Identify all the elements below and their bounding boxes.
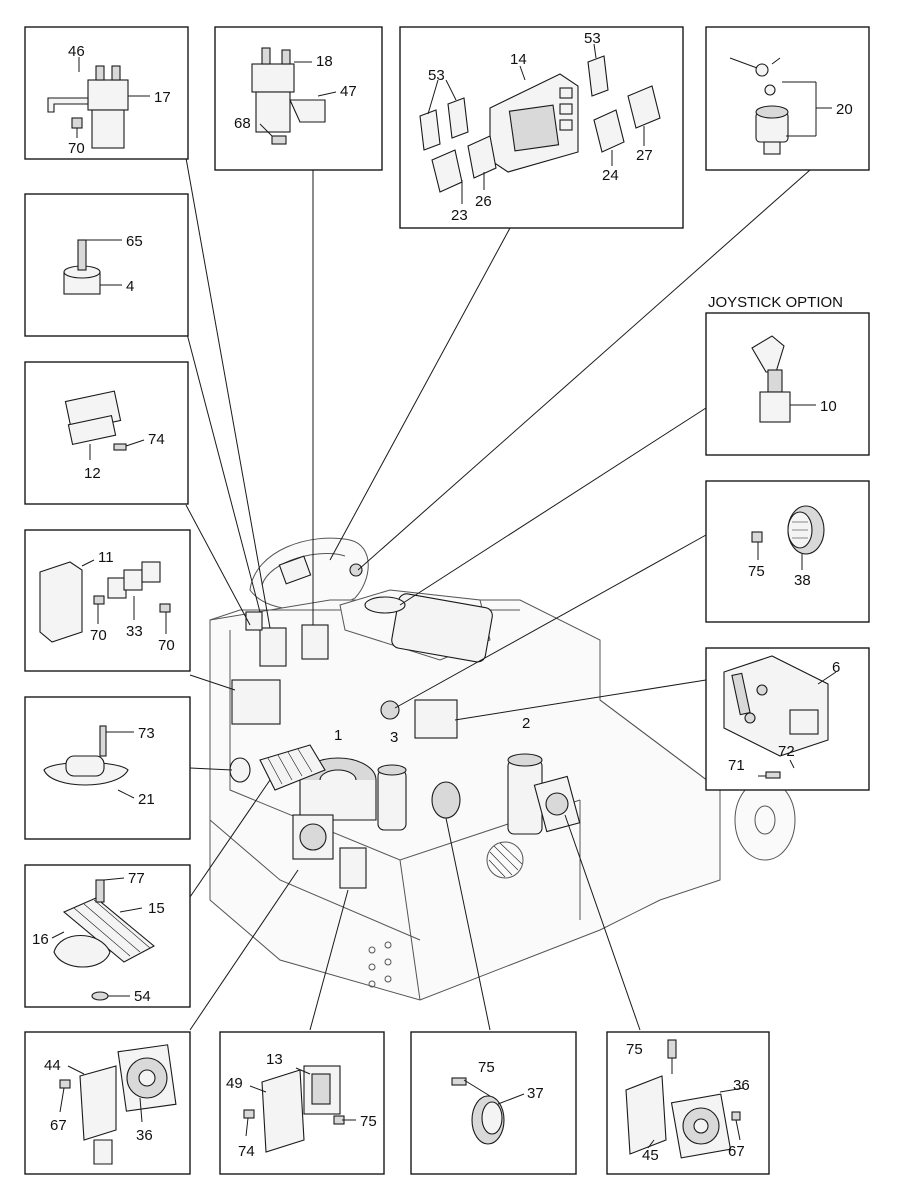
callout-73: 73	[138, 725, 155, 742]
callout-14: 14	[510, 51, 527, 68]
detail-box-contactor-17	[24, 26, 189, 160]
leader-lines	[185, 157, 811, 1031]
callout-53: 53	[584, 30, 601, 47]
callout-70: 70	[68, 140, 85, 157]
callout-26: 26	[475, 193, 492, 210]
callout-15: 15	[148, 900, 165, 917]
callout-18: 18	[316, 53, 333, 70]
detail-box-emergency-stop	[24, 696, 191, 840]
callout-24: 24	[602, 167, 619, 184]
callout-37: 37	[527, 1085, 544, 1102]
detail-box-accelerator	[24, 864, 191, 1008]
callout-36: 36	[136, 1127, 153, 1144]
callout-labels: JOYSTICK OPTION 46 17 70 18 47 68 53 14 …	[32, 30, 853, 1164]
callout-72: 72	[778, 743, 795, 760]
detail-box-controller-6	[705, 647, 870, 791]
detail-box-controller-13	[219, 1031, 385, 1175]
callout-53: 53	[428, 67, 445, 84]
callout-20: 20	[836, 101, 853, 118]
detail-box-display-panel	[399, 26, 684, 229]
callout-4: 4	[126, 278, 134, 295]
detail-box-buzzer	[705, 480, 870, 623]
callout-1: 1	[334, 727, 342, 744]
callout-65: 65	[126, 233, 143, 250]
callout-23: 23	[451, 207, 468, 224]
detail-box-key-switch	[705, 26, 870, 171]
callout-70: 70	[158, 637, 175, 654]
callout-46: 46	[68, 43, 85, 60]
callout-77: 77	[128, 870, 145, 887]
callout-75: 75	[626, 1041, 643, 1058]
callout-12: 12	[84, 465, 101, 482]
callout-44: 44	[44, 1057, 61, 1074]
callout-17: 17	[154, 89, 171, 106]
callout-21: 21	[138, 791, 155, 808]
internal-components	[229, 611, 581, 889]
callout-11: 11	[98, 549, 114, 566]
callout-74: 74	[148, 431, 165, 448]
detail-box-horn	[410, 1031, 577, 1175]
callout-2: 2	[522, 715, 530, 732]
joystick-option-caption: JOYSTICK OPTION	[708, 294, 843, 311]
detail-box-joystick	[705, 312, 870, 456]
callout-74: 74	[238, 1143, 255, 1160]
callout-54: 54	[134, 988, 151, 1005]
callout-67: 67	[50, 1117, 67, 1134]
callout-33: 33	[126, 623, 143, 640]
callout-36: 36	[733, 1077, 750, 1094]
callout-27: 27	[636, 147, 653, 164]
callout-38: 38	[794, 572, 811, 589]
callout-47: 47	[340, 83, 357, 100]
detail-box-switch-4	[24, 193, 189, 337]
detail-box-contactor-18	[214, 26, 383, 171]
callout-75: 75	[360, 1113, 377, 1130]
callout-13: 13	[266, 1051, 283, 1068]
detail-box-fan-right	[606, 1031, 770, 1175]
callout-45: 45	[642, 1147, 659, 1164]
callout-10: 10	[820, 398, 837, 415]
detail-box-module-12	[24, 361, 189, 505]
callout-49: 49	[226, 1075, 243, 1092]
callout-3: 3	[390, 729, 398, 746]
callout-16: 16	[32, 931, 49, 948]
truck-body-drawing	[209, 537, 796, 1001]
callout-71: 71	[728, 757, 745, 774]
detail-box-relays	[24, 529, 191, 672]
detail-box-fan-left	[24, 1031, 191, 1175]
callout-75: 75	[478, 1059, 495, 1076]
callout-68: 68	[234, 115, 251, 132]
callout-6: 6	[832, 659, 840, 676]
callout-67: 67	[728, 1143, 745, 1160]
callout-75: 75	[748, 563, 765, 580]
callout-70: 70	[90, 627, 107, 644]
